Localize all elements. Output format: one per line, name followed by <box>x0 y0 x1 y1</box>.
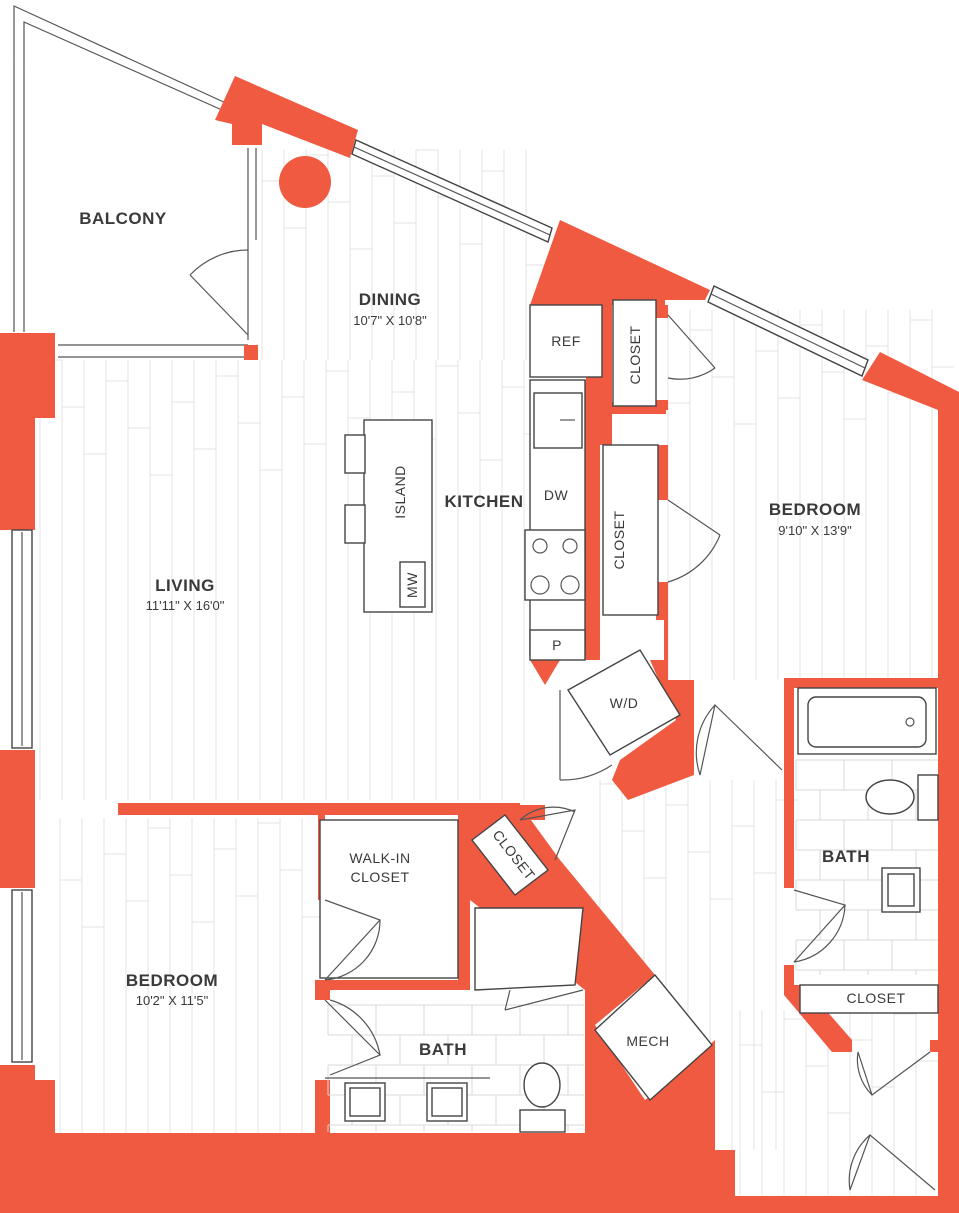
label-walkin-2: CLOSET <box>350 869 409 885</box>
room-name-bedroom-second: BEDROOM <box>126 971 218 990</box>
closets <box>319 299 939 1102</box>
windows <box>11 139 869 1063</box>
label-closet-right: CLOSET <box>846 990 905 1006</box>
bar-stool <box>344 504 366 544</box>
room-name-dining: DINING <box>359 290 422 309</box>
toilet-tank <box>917 774 939 821</box>
bar-stool <box>344 434 366 474</box>
label-closet-top: CLOSET <box>627 325 643 384</box>
balcony-outline <box>13 5 248 358</box>
doors[interactable] <box>324 314 936 1191</box>
label-walkin-1: WALK-IN <box>349 850 410 866</box>
toilet <box>865 779 915 815</box>
room-dims-dining: 10'7" X 10'8" <box>353 313 427 328</box>
bathtub <box>474 907 584 991</box>
label-mech: MECH <box>626 1033 669 1049</box>
microwave <box>399 561 426 608</box>
toilet-tank <box>519 1109 566 1133</box>
refrigerator <box>529 304 603 378</box>
balcony-door[interactable] <box>189 148 257 340</box>
room-labels: BALCONY DINING 10'7" X 10'8" LIVING 11'1… <box>79 209 870 1059</box>
floor-planks <box>39 149 954 1195</box>
room-name-bedroom-main: BEDROOM <box>769 500 861 519</box>
cooktop <box>524 529 586 601</box>
kitchen-fixtures <box>344 304 603 661</box>
label-closet-mid: CLOSET <box>611 510 627 569</box>
label-mw: MW <box>404 572 420 598</box>
label-island: ISLAND <box>392 465 408 519</box>
label-ref: REF <box>551 333 581 349</box>
label-dw: DW <box>544 487 569 503</box>
label-wd: W/D <box>610 695 639 711</box>
toilet <box>523 1062 561 1108</box>
room-name-bath-right: BATH <box>822 847 870 866</box>
room-dims-bedroom-second: 10'2" X 11'5" <box>136 993 209 1008</box>
room-name-balcony: BALCONY <box>79 209 167 228</box>
label-pantry: P <box>552 637 562 653</box>
room-dims-bedroom-main: 9'10" X 13'9" <box>778 523 852 538</box>
bath-right-fixtures <box>795 687 939 975</box>
pantry <box>529 629 586 661</box>
room-dims-living: 11'11" X 16'0" <box>146 598 225 613</box>
room-name-bath-bottom: BATH <box>419 1040 467 1059</box>
structural-column <box>279 156 331 208</box>
room-name-living: LIVING <box>155 576 215 595</box>
room-name-kitchen: KITCHEN <box>444 492 523 511</box>
bath-bottom-fixtures <box>325 907 584 1133</box>
exterior-walls <box>0 76 959 1213</box>
